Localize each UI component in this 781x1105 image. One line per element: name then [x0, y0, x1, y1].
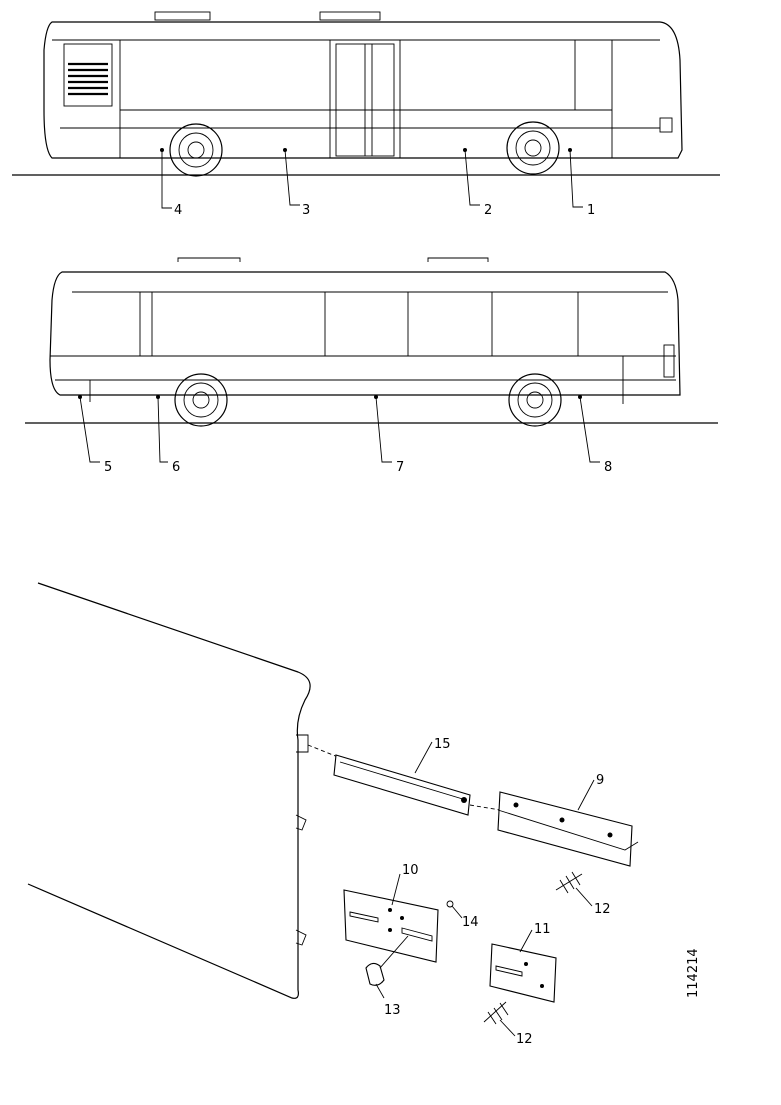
callouts-bottom-bus: 5 6 7 8 — [78, 395, 612, 475]
rear-wheel-bottom — [174, 373, 228, 427]
callout-14: 14 — [462, 915, 479, 930]
callout-12-lower: 12 — [516, 1032, 533, 1047]
callout-5: 5 — [104, 460, 112, 475]
front-wheel-top — [506, 121, 560, 175]
part-14-screw: 14 — [446, 900, 479, 930]
side-panel — [27, 582, 311, 999]
front-wheel-bottom — [508, 373, 562, 427]
part-13-fastener: 13 — [365, 935, 409, 1018]
part-12-clip-upper: 12 — [555, 871, 611, 917]
callout-9: 9 — [596, 773, 604, 788]
rear-wheel-top — [169, 123, 223, 177]
roof-hatch — [319, 11, 381, 21]
callout-2: 2 — [484, 203, 492, 218]
callout-10: 10 — [402, 863, 419, 878]
grille-slats — [68, 62, 108, 96]
callout-11: 11 — [534, 922, 551, 937]
roof-hatch — [154, 11, 211, 21]
part-9-bracket: 9 — [497, 773, 639, 867]
figure-number: 114214 — [686, 948, 701, 998]
part-10-plate: 10 — [343, 863, 439, 963]
part-11-plate: 11 — [489, 922, 557, 1003]
rear-grille — [63, 43, 113, 107]
callout-12-upper: 12 — [594, 902, 611, 917]
callout-8: 8 — [604, 460, 612, 475]
part-12-clip-lower: 12 — [483, 1001, 533, 1047]
callout-6: 6 — [172, 460, 180, 475]
skirt-panel-detail — [27, 582, 339, 999]
bus-body-outline — [49, 271, 681, 396]
callouts-top-bus: 4 3 2 1 — [160, 148, 595, 218]
bus-side-view-top — [12, 11, 720, 177]
callout-4: 4 — [174, 203, 182, 218]
callout-13: 13 — [384, 1003, 401, 1018]
part-15-strip: 15 — [333, 737, 501, 816]
callout-3: 3 — [302, 203, 310, 218]
callout-15: 15 — [434, 737, 451, 752]
callout-1: 1 — [587, 203, 595, 218]
callout-7: 7 — [396, 460, 404, 475]
bus-side-view-bottom — [25, 257, 718, 427]
bus-body-outline — [43, 21, 683, 159]
